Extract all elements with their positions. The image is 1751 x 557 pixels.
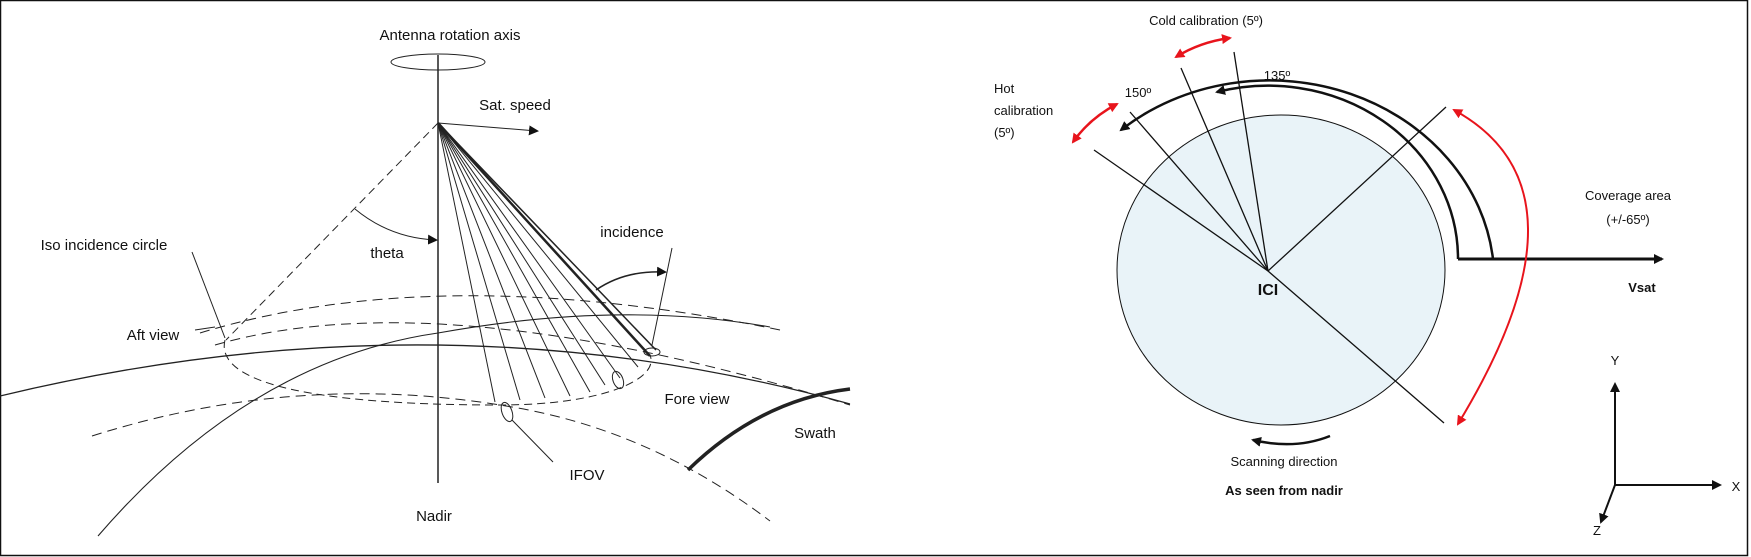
- theta-arc: [354, 208, 438, 245]
- iso-circle-leader: [191, 251, 226, 339]
- cone-edge-line: [225, 122, 439, 341]
- left-labels: Antenna rotation axis Sat. speed theta i…: [41, 27, 836, 525]
- cold-cal-arc: [1174, 34, 1232, 59]
- incidence-arc: [595, 266, 667, 291]
- hot-cal-label-line2: calibration: [994, 103, 1053, 118]
- earth-view-disk: [1116, 114, 1446, 426]
- angle-150-label: 150º: [1125, 85, 1152, 100]
- right-labels: Cold calibration (5º) Hot calibration (5…: [994, 13, 1741, 538]
- right-scan-geometry: [1071, 34, 1722, 524]
- aft-view-label: Aft view: [127, 327, 180, 344]
- ifov-footprint: [500, 401, 514, 423]
- beam-fan: [437, 122, 657, 403]
- arc-150: [1119, 79, 1495, 260]
- iso-circle-label: Iso incidence circle: [41, 237, 168, 254]
- swath-label: Swath: [794, 425, 836, 442]
- arc-135: [1215, 84, 1460, 260]
- left-scan-geometry: [0, 53, 851, 537]
- aft-view-leader: [194, 326, 216, 331]
- incidence-label: incidence: [600, 224, 663, 241]
- ifov-footprint: [611, 370, 625, 390]
- incidence-leader: [651, 247, 673, 346]
- horizon-curve: [0, 344, 851, 405]
- nadir-label: Nadir: [416, 508, 452, 525]
- cold-cal-label: Cold calibration (5º): [1149, 13, 1263, 28]
- z-axis-label: Z: [1593, 523, 1601, 538]
- hot-cal-arc: [1071, 102, 1119, 144]
- ground-track-curve: [97, 314, 771, 537]
- ifov-leader: [511, 419, 554, 463]
- coverage-label-line1: Coverage area: [1585, 188, 1672, 203]
- antenna-axis-label: Antenna rotation axis: [380, 27, 521, 44]
- ifov-label: IFOV: [569, 467, 604, 484]
- iso-dashed-curve: [214, 322, 851, 406]
- x-axis-label: X: [1732, 479, 1741, 494]
- z-axis-arrow: [1599, 484, 1616, 524]
- ici-label: ICI: [1258, 282, 1278, 299]
- angle-135-label: 135º: [1264, 68, 1291, 83]
- vsat-label: Vsat: [1628, 280, 1656, 295]
- seen-from-nadir-label: As seen from nadir: [1225, 483, 1343, 498]
- coverage-arc: [1452, 109, 1529, 426]
- coverage-label-line2: (+/-65º): [1606, 212, 1649, 227]
- aft-dashed-curve: [199, 295, 781, 334]
- hot-cal-label-line3: (5º): [994, 125, 1015, 140]
- sat-speed-label: Sat. speed: [479, 97, 551, 114]
- scan-direction-label: Scanning direction: [1231, 454, 1338, 469]
- theta-label: theta: [370, 245, 404, 262]
- scan-direction-arrow: [1251, 434, 1331, 447]
- y-axis-label: Y: [1611, 353, 1620, 368]
- lower-dashed-curve: [91, 393, 771, 522]
- ifov-footprint: [643, 347, 661, 357]
- swath-curve: [686, 387, 851, 472]
- sat-speed-arrow: [437, 122, 539, 136]
- fore-view-label: Fore view: [664, 391, 729, 408]
- hot-cal-label-line1: Hot: [994, 81, 1015, 96]
